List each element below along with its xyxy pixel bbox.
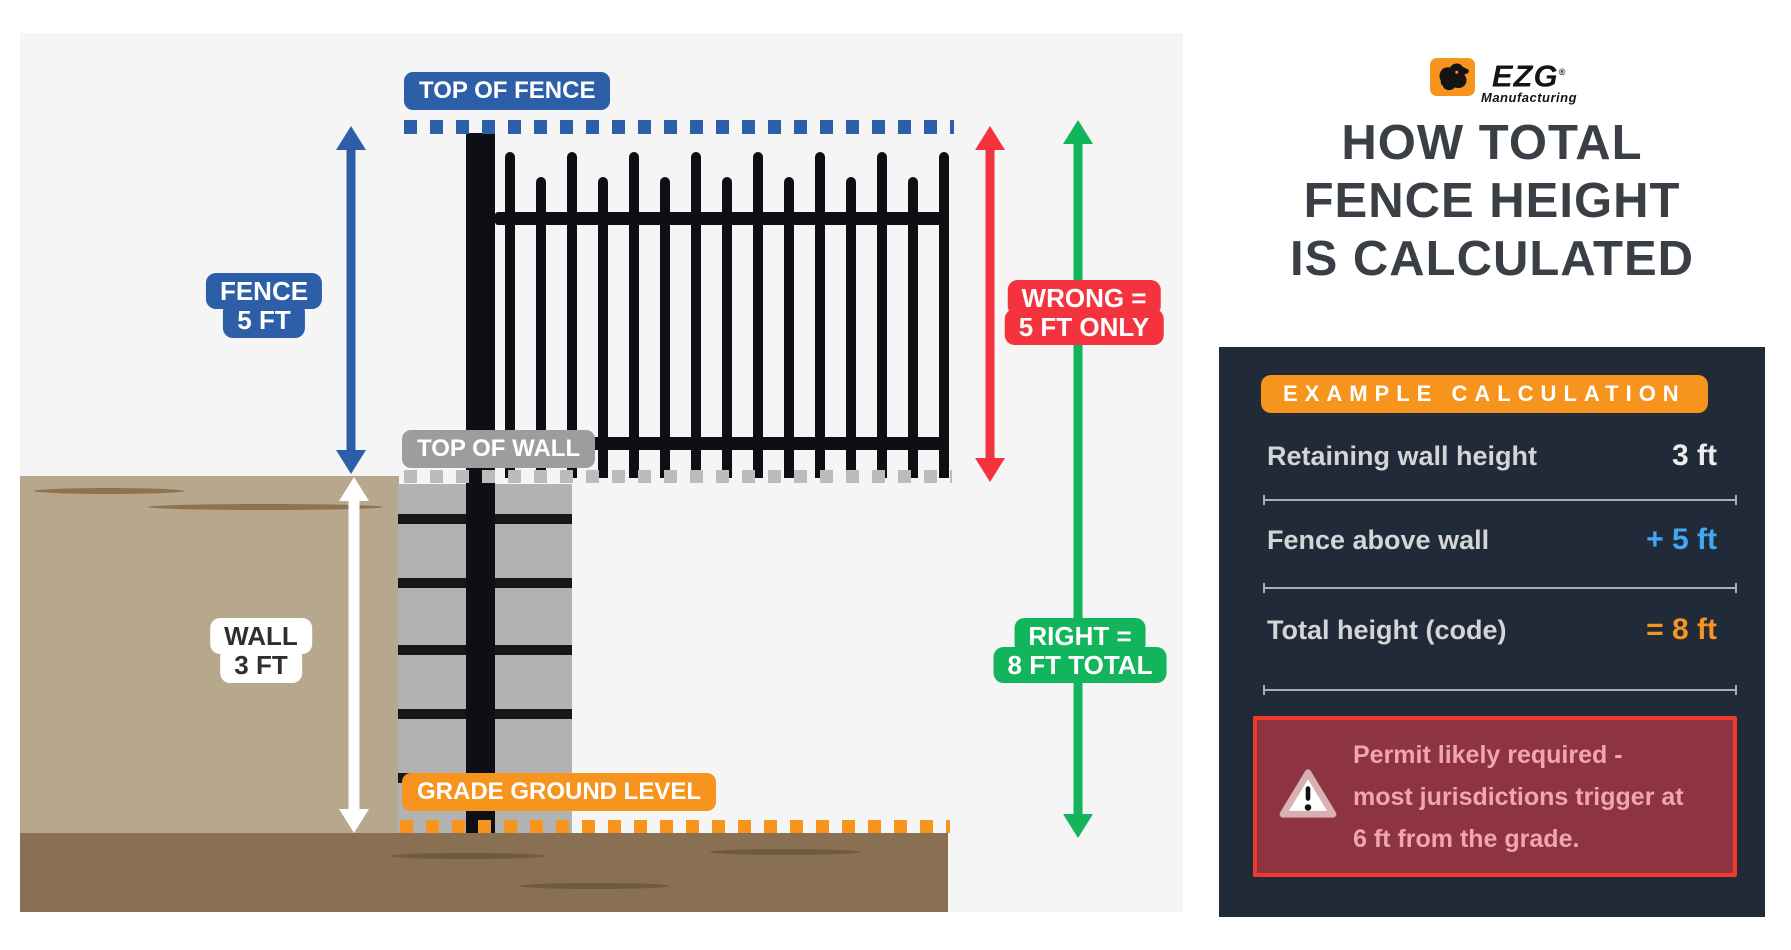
fence-label-line2: 5 FT <box>223 302 305 338</box>
fence-pickets <box>502 152 964 478</box>
total-measure-arrow <box>1063 120 1093 838</box>
fence-post <box>466 133 495 833</box>
ground-squiggle <box>520 883 670 889</box>
example-calculation-panel: EXAMPLE CALCULATION Retaining wall heigh… <box>1219 347 1765 917</box>
calc-divider <box>1263 583 1737 593</box>
permit-warning-box: Permit likely required - most jurisdicti… <box>1253 716 1737 877</box>
fence-picket <box>784 177 794 478</box>
calc-divider <box>1263 495 1737 505</box>
top-of-fence-tag: TOP OF FENCE <box>404 72 611 110</box>
calc-row-label: Retaining wall height <box>1267 441 1538 471</box>
fence-picket <box>629 152 639 478</box>
fence-picket <box>598 177 608 478</box>
wall-3ft-label: WALL 3 FT <box>210 618 312 683</box>
calc-row-fence: Fence above wall + 5 ft <box>1253 523 1737 557</box>
title-line1: HOW TOTAL <box>1341 116 1643 170</box>
fence-label-line1: FENCE <box>205 273 323 309</box>
grade-ground-level-tag: GRADE GROUND LEVEL <box>402 773 717 811</box>
fence-picket <box>815 152 825 478</box>
registered-mark: ® <box>1558 67 1567 77</box>
ezg-bison-icon <box>1430 58 1475 96</box>
fence-picket <box>691 152 701 478</box>
fence-height-arrow <box>336 126 366 474</box>
fence-5ft-label: FENCE 5 FT <box>205 273 323 338</box>
warning-line1: Permit likely required - <box>1353 741 1623 769</box>
title-line3: IS CALCULATED <box>1289 232 1695 286</box>
ezg-logo-text: EZG® Manufacturing <box>1481 58 1577 105</box>
ground-squiggle <box>390 853 545 859</box>
fence-picket <box>877 152 887 478</box>
warning-line3: 6 ft from the grade. <box>1353 825 1580 853</box>
brand-subtitle: Manufacturing <box>1481 90 1578 106</box>
top-of-wall-line <box>404 470 952 483</box>
ground-fill <box>20 833 948 912</box>
earth-fill <box>20 476 399 833</box>
example-calculation-badge: EXAMPLE CALCULATION <box>1261 375 1708 413</box>
wrong-5ft-label: WRONG = 5 FT ONLY <box>1004 280 1164 345</box>
title-line2: FENCE HEIGHT <box>1303 174 1681 228</box>
grade-line <box>400 820 950 833</box>
brand-name: EZG <box>1491 58 1559 94</box>
wrong-measure-arrow <box>975 126 1005 482</box>
right-8ft-label: RIGHT = 8 FT TOTAL <box>993 618 1167 683</box>
fence-picket <box>567 152 577 478</box>
fence-diagram-panel: TOP OF FENCE TOP OF WALL GRADE GROUND LE… <box>20 33 1183 912</box>
warning-line2: most jurisdictions trigger at <box>1353 783 1684 811</box>
fence-picket <box>939 152 949 478</box>
ground-squiggle <box>710 849 860 855</box>
calc-row-label: Fence above wall <box>1267 525 1490 555</box>
ezg-wordmark: EZG® <box>1491 58 1567 94</box>
wall-height-arrow <box>339 477 369 833</box>
top-of-wall-tag: TOP OF WALL <box>402 430 596 468</box>
earth-squiggle <box>148 504 383 510</box>
right-label-line2: 8 FT TOTAL <box>993 647 1167 683</box>
calc-divider <box>1263 685 1737 695</box>
fence-picket <box>908 177 918 478</box>
wrong-label-line2: 5 FT ONLY <box>1004 309 1164 345</box>
fence-picket <box>505 152 515 478</box>
fence-picket <box>536 177 546 478</box>
permit-warning-text: Permit likely required - most jurisdicti… <box>1353 734 1684 860</box>
page-title: HOW TOTAL FENCE HEIGHT IS CALCULATED <box>1219 114 1765 288</box>
wall-label-line2: 3 FT <box>220 647 302 683</box>
top-of-fence-line <box>404 120 954 134</box>
calc-row-label: Total height (code) <box>1267 615 1507 645</box>
calc-row-wall: Retaining wall height 3 ft <box>1253 439 1737 473</box>
earth-squiggle <box>34 488 184 494</box>
calc-row-total: Total height (code) = 8 ft <box>1253 613 1737 647</box>
fence-picket <box>846 177 856 478</box>
fence-picket <box>722 177 732 478</box>
ezg-logo: EZG® Manufacturing <box>1430 58 1577 105</box>
calc-row-value: 3 ft <box>1672 439 1717 472</box>
calc-row-value: + 5 ft <box>1646 523 1717 556</box>
warning-triangle-icon <box>1279 768 1337 825</box>
fence-picket <box>660 177 670 478</box>
fence-picket <box>753 152 763 478</box>
calc-row-value: = 8 ft <box>1646 613 1717 646</box>
